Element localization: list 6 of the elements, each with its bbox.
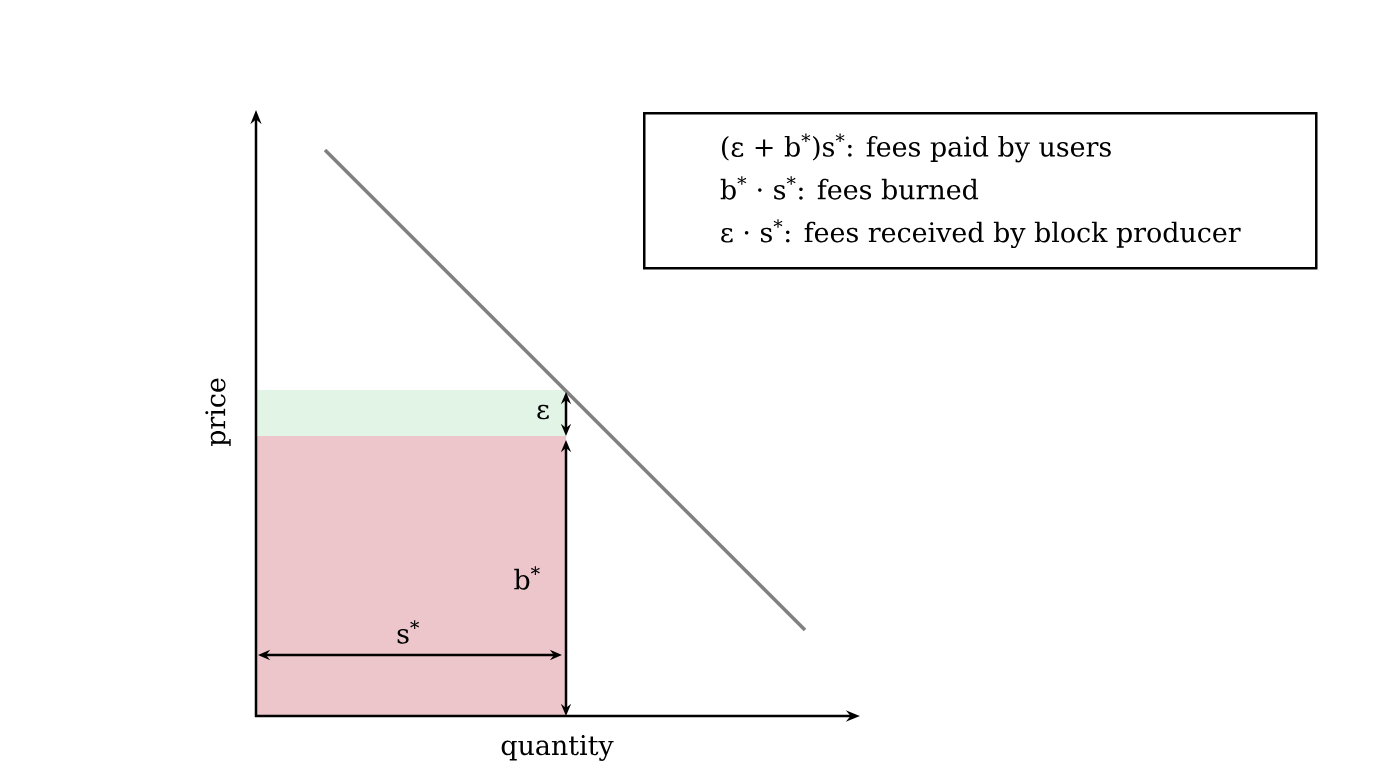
axis-label: quantity	[501, 735, 614, 761]
dimension-label: b$^{*}$	[514, 566, 540, 590]
axis-label: price	[205, 378, 231, 447]
dimension-label: ε	[537, 404, 549, 420]
key-box: (ε + b$^{*}$)s$^{*}$: fees paid by users b$^{*}$ · s$^{*}$: fees burned ε · s$^{*}$: fees received by block producer	[643, 112, 1318, 270]
dimension-label: s$^{*}$	[397, 620, 420, 644]
